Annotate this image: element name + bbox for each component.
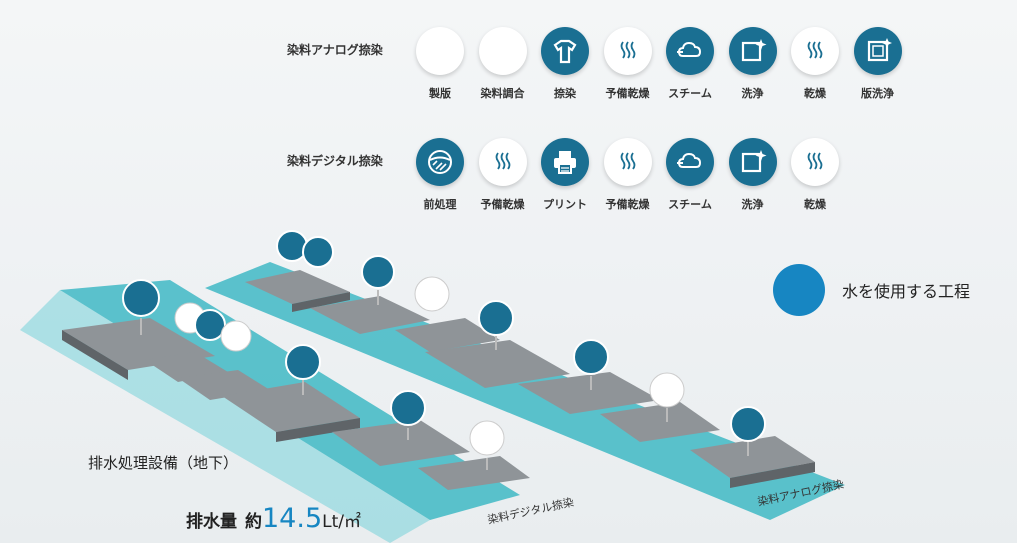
sparkle-frame-icon	[730, 406, 766, 442]
row-label: 染料アナログ捺染	[287, 43, 383, 57]
heat-waves-icon	[220, 320, 252, 352]
discharge-readout: 排水量約14.5Lt/㎡	[186, 503, 361, 534]
process-step: スチーム	[662, 138, 718, 212]
heat-waves-icon	[469, 420, 505, 456]
tshirt-icon	[541, 27, 589, 75]
steam-cloud-icon	[666, 138, 714, 186]
process-step: 捺染	[537, 27, 593, 101]
process-step-label: プリント	[543, 198, 587, 211]
process-step: 洗浄	[725, 27, 781, 101]
steam-cloud-icon	[666, 27, 714, 75]
process-block	[418, 456, 530, 490]
digital-lane-blocks	[62, 318, 530, 490]
process-step: 洗浄	[725, 138, 781, 212]
process-block	[332, 420, 470, 466]
heat-waves-icon	[414, 276, 450, 312]
heat-waves-icon	[603, 27, 652, 75]
sparkle-square-icon	[728, 138, 777, 186]
process-step-label: 乾燥	[804, 87, 826, 100]
process-block	[690, 436, 815, 478]
heat-waves-icon	[791, 27, 839, 75]
process-step-label: 予備乾燥	[605, 198, 650, 211]
process-step-label: 染料調合	[480, 87, 525, 100]
wastewater-facility-label: 排水処理設備（地下）	[88, 454, 239, 472]
process-step-label: 乾燥	[804, 198, 826, 211]
process-step: 予備乾燥	[600, 138, 656, 212]
process-block	[518, 372, 660, 414]
tshirt-icon	[361, 255, 395, 289]
process-step: 前処理	[412, 138, 468, 212]
process-step-label: 予備乾燥	[480, 198, 525, 211]
sparkle-frame-icon	[853, 27, 902, 75]
process-block	[245, 270, 350, 304]
process-step-label: 前処理	[423, 198, 457, 211]
process-block	[62, 330, 128, 380]
process-block	[310, 296, 430, 334]
process-step-label: 版洗浄	[861, 87, 894, 100]
process-block	[276, 418, 360, 442]
printer-icon	[194, 309, 226, 341]
steam-cloud-icon	[478, 300, 514, 336]
process-block	[730, 462, 815, 488]
discharge-label: 排水量	[186, 512, 237, 532]
process-block	[395, 318, 500, 352]
flask-icon	[302, 236, 334, 268]
process-step-label: スチーム	[668, 198, 712, 211]
analog-lane-signposts	[276, 230, 766, 456]
process-step: 予備乾燥	[600, 27, 656, 101]
process-step: 染料調合	[475, 27, 531, 101]
discharge-unit: Lt/㎡	[322, 512, 361, 532]
process-step-label: 洗浄	[741, 198, 764, 211]
process-step: 版洗浄	[850, 27, 906, 101]
analog-lane-blocks	[245, 270, 815, 488]
process-block	[222, 382, 360, 432]
frame-stack-icon	[276, 230, 308, 262]
heat-waves-icon	[603, 138, 652, 186]
row-label: 染料デジタル捺染	[287, 154, 383, 168]
process-step-label: スチーム	[668, 87, 712, 100]
sparkle-square-icon	[573, 339, 609, 375]
sparkle-square-icon	[728, 27, 777, 75]
sparkle-square-icon	[390, 390, 426, 426]
heat-waves-icon	[649, 372, 685, 408]
heat-waves-icon	[791, 138, 839, 186]
process-step: スチーム	[662, 27, 718, 101]
discharge-value: 14.5	[262, 503, 323, 534]
process-step: 予備乾燥	[475, 138, 531, 212]
process-block	[292, 292, 350, 312]
flask-icon	[478, 27, 527, 75]
process-step-label: 洗浄	[741, 87, 764, 100]
heat-waves-icon	[478, 138, 527, 186]
process-step: 製版	[412, 27, 468, 101]
discharge-prefix: 約	[245, 512, 262, 532]
frame-stack-icon	[416, 27, 464, 75]
steam-cloud-icon	[285, 344, 321, 380]
water-legend-label: 水を使用する工程	[842, 282, 971, 301]
process-step-label: 捺染	[554, 87, 576, 100]
process-block	[600, 402, 720, 442]
printer-icon	[541, 138, 589, 186]
pretreatment-icon	[416, 138, 464, 186]
process-step-label: 予備乾燥	[605, 87, 650, 100]
process-step-label: 製版	[429, 87, 451, 100]
pretreatment-icon	[122, 279, 160, 317]
water-legend-dot	[773, 264, 825, 316]
process-block	[425, 340, 570, 388]
digital-lane-signposts	[122, 279, 505, 470]
process-step: プリント	[537, 138, 593, 212]
process-step: 乾燥	[787, 27, 843, 101]
process-step: 乾燥	[787, 138, 843, 212]
